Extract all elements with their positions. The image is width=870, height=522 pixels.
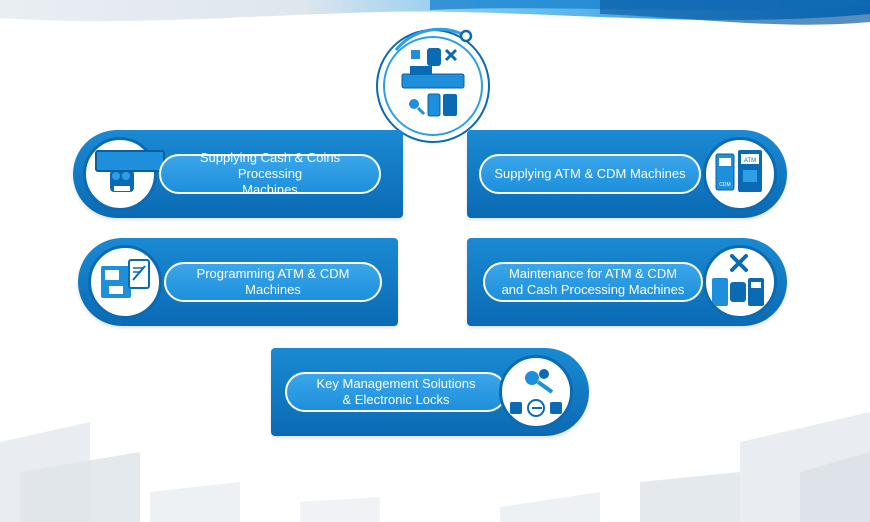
keys-locks-badge: [499, 355, 573, 429]
keys-locks-icon: [510, 369, 562, 417]
service-pill-cash-coins[interactable]: Supplying Cash & Coins Processing Machin…: [159, 150, 381, 197]
atm-cdm-icon: ATM CDM: [715, 150, 762, 192]
atm-cdm-badge: ATM CDM: [703, 137, 777, 211]
cash-coin-machine-icon: [110, 170, 134, 192]
service-pill-maintenance[interactable]: Maintenance for ATM & CDM and Cash Proce…: [483, 262, 703, 302]
service-label: Key Management Solutions & Electronic Lo…: [316, 376, 476, 407]
counter-machine-strip: [95, 150, 165, 172]
services-hub-icon: [376, 27, 490, 143]
service-card-cash-coins[interactable]: Supplying Cash & Coins Processing Machin…: [73, 130, 403, 218]
cdm-text: CDM: [719, 182, 730, 188]
service-card-atm-cdm[interactable]: Supplying ATM & CDM Machines ATM CDM: [467, 130, 787, 218]
services-hub: [372, 18, 494, 148]
service-card-maintenance[interactable]: Maintenance for ATM & CDM and Cash Proce…: [467, 238, 787, 326]
atm-text: ATM: [744, 158, 756, 164]
programming-atm-badge: [88, 245, 162, 319]
bottom-decorative-shapes: [0, 412, 870, 522]
service-label: Programming ATM & CDM Machines: [196, 266, 350, 297]
service-pill-key-management[interactable]: Key Management Solutions & Electronic Lo…: [285, 372, 507, 412]
service-pill-atm-cdm[interactable]: Supplying ATM & CDM Machines: [479, 154, 701, 194]
cash-coin-machine-badge: [83, 137, 157, 211]
top-decorative-band: [0, 0, 870, 25]
maintenance-tools-icon: [712, 254, 764, 306]
service-label: Supplying Cash & Coins Processing Machin…: [199, 150, 341, 197]
maintenance-badge: [703, 245, 777, 319]
programming-atm-icon: [101, 259, 150, 298]
service-pill-programming[interactable]: Programming ATM & CDM Machines: [164, 262, 382, 302]
service-card-programming[interactable]: Programming ATM & CDM Machines: [78, 238, 398, 326]
service-label: Maintenance for ATM & CDM and Cash Proce…: [501, 266, 685, 297]
service-card-key-management[interactable]: Key Management Solutions & Electronic Lo…: [271, 348, 589, 436]
service-label: Supplying ATM & CDM Machines: [494, 166, 686, 181]
